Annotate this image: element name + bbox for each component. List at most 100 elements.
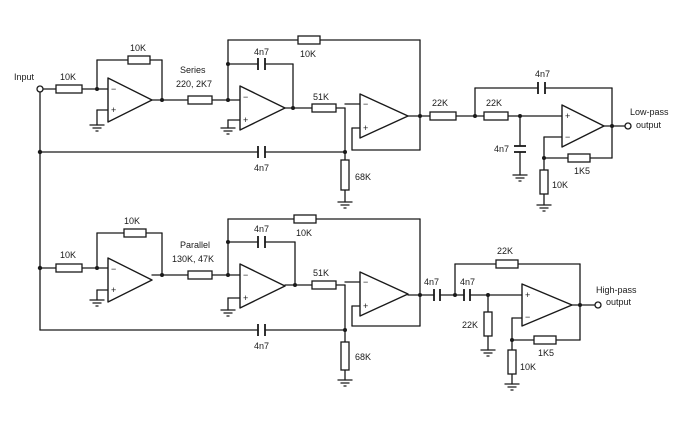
resistor-10k-feedback-bottom (123, 228, 147, 238)
svg-text:+: + (525, 290, 530, 300)
label-r-22k-c: 22K (462, 320, 478, 330)
ground-icon (220, 127, 236, 135)
opamp-top-1: −+ (107, 77, 153, 123)
resistor-10k-input-top (55, 84, 83, 94)
label-c-4n7-d: 4n7 (494, 144, 509, 154)
input-wiring (39, 88, 346, 331)
capacitor-4n7-bottom-bypass (257, 324, 266, 336)
svg-text:−: − (363, 99, 368, 109)
opamp-bottom-3: −+ (359, 271, 409, 317)
junctions (37, 62, 614, 342)
label-r-68k-a: 68K (355, 172, 371, 182)
ground-icon (337, 379, 353, 387)
label-series-vals: 220, 2K7 (176, 79, 212, 89)
highpass-wiring (81, 218, 596, 385)
ground-icon (89, 124, 105, 132)
label-highpass-1: High-pass (596, 285, 637, 295)
terminals (36, 85, 632, 309)
label-c-4n7-b: 4n7 (254, 163, 269, 173)
lowpass-wiring (81, 39, 626, 206)
capacitor-4n7-highpass-b (463, 289, 471, 301)
label-r-1k5-b: 1K5 (538, 348, 554, 358)
label-r-22k-d: 22K (497, 246, 513, 256)
capacitor-4n7-top-bypass (257, 146, 266, 158)
label-r-10k-h: 10K (520, 362, 536, 372)
opamps: −+ −+ −+ +− −+ −+ −+ +− (107, 77, 605, 327)
component-labels: Input 10K 10K Series 220, 2K7 4n7 10K 51… (14, 43, 669, 372)
capacitor-4n7-top-ground (514, 145, 526, 153)
svg-text:+: + (363, 301, 368, 311)
label-c-4n7-g: 4n7 (424, 277, 439, 287)
ground-icon (536, 204, 552, 212)
label-c-4n7-f: 4n7 (254, 341, 269, 351)
input-terminal (36, 85, 44, 93)
capacitors (257, 58, 546, 336)
label-r-51k-b: 51K (313, 268, 329, 278)
label-c-4n7-h: 4n7 (460, 277, 475, 287)
resistor-22k-a (429, 111, 457, 121)
label-input: Input (14, 72, 35, 82)
lowpass-output-terminal (624, 122, 632, 130)
ground-icon (512, 174, 528, 182)
opamp-bottom-2: −+ (239, 263, 286, 309)
capacitor-4n7-highpass-a (433, 289, 441, 301)
label-lowpass-2: output (636, 120, 662, 130)
label-c-4n7-a: 4n7 (254, 47, 269, 57)
label-r-10k-a: 10K (130, 43, 146, 53)
resistor-10k-ground-top (539, 169, 549, 195)
ground-icon (89, 299, 105, 307)
resistors (55, 35, 591, 375)
svg-text:−: − (243, 270, 248, 280)
label-r-51k-a: 51K (313, 92, 329, 102)
opamp-bottom-4: +− (521, 283, 573, 327)
label-lowpass-1: Low-pass (630, 107, 669, 117)
ground-symbols (89, 124, 552, 391)
opamp-top-4: +− (561, 104, 605, 148)
label-highpass-2: output (606, 297, 632, 307)
label-parallel-vals: 130K, 47K (172, 254, 214, 264)
svg-text:−: − (243, 92, 248, 102)
label-r-10k-c: 10K (300, 49, 316, 59)
label-r-10k-b: 10K (60, 72, 76, 82)
svg-text:+: + (111, 285, 116, 295)
resistor-22k-c (483, 311, 493, 337)
label-r-68k-b: 68K (355, 352, 371, 362)
capacitor-4n7-top-stage2 (257, 58, 266, 70)
resistor-10k-ground-bottom (507, 349, 517, 375)
opamp-top-3: −+ (359, 93, 409, 139)
svg-text:+: + (243, 115, 248, 125)
ground-icon (337, 201, 353, 209)
label-parallel: Parallel (180, 240, 210, 250)
resistor-10k-loop-bottom (293, 214, 317, 224)
svg-text:−: − (363, 277, 368, 287)
resistor-22k-b (483, 111, 509, 121)
label-r-10k-f: 10K (60, 250, 76, 260)
svg-text:+: + (565, 111, 570, 121)
svg-text:+: + (243, 293, 248, 303)
resistor-10k-input-bottom (55, 263, 83, 273)
ground-icon (220, 309, 236, 317)
opamp-top-2: −+ (239, 85, 286, 131)
label-r-22k-a: 22K (432, 98, 448, 108)
highpass-output-terminal (594, 301, 602, 309)
resistor-68k-top (340, 159, 350, 191)
svg-text:+: + (111, 105, 116, 115)
resistor-series (187, 95, 213, 105)
opamp-bottom-1: −+ (107, 257, 153, 303)
resistor-10k-feedback-top (127, 55, 151, 65)
ground-icon (480, 349, 496, 357)
ground-icon (504, 383, 520, 391)
capacitor-4n7-top-feedback (537, 82, 546, 94)
svg-text:−: − (525, 312, 530, 322)
svg-text:−: − (565, 132, 570, 142)
label-r-10k-g: 10K (296, 228, 312, 238)
label-r-1k5-a: 1K5 (574, 166, 590, 176)
svg-text:−: − (111, 264, 116, 274)
label-series: Series (180, 65, 206, 75)
resistor-68k-bottom (340, 341, 350, 371)
label-r-10k-d: 10K (552, 180, 568, 190)
capacitor-4n7-bottom-stage2 (257, 236, 266, 248)
label-r-22k-b: 22K (486, 98, 502, 108)
resistor-10k-loop-top (297, 35, 321, 45)
